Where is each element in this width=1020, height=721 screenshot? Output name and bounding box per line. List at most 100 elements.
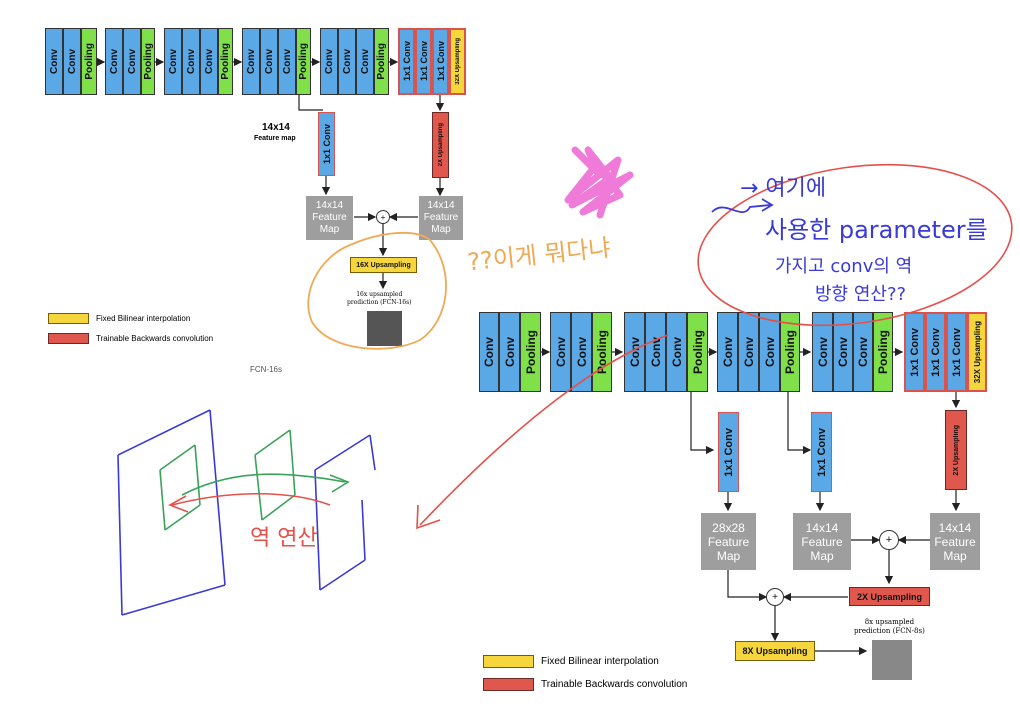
pink-scribble [564, 146, 634, 219]
red-long-arrow [419, 334, 669, 526]
top-conv-1: Conv [45, 28, 63, 95]
top-pooling-1: Pooling [81, 28, 97, 95]
pred-line-2: prediction (FCN-16s) [347, 299, 412, 306]
green-sketch [159, 429, 350, 531]
bottom-conv-4: Conv [571, 312, 592, 392]
fm-line-2: Feature [707, 534, 750, 549]
top-conv-12: Conv [338, 28, 356, 95]
bottom-legend-yellow-swatch [483, 655, 534, 668]
bottom-feature-map-28: 28x28 Feature Map [701, 513, 756, 570]
reverse-op-annotation: 역 연산 [250, 526, 318, 551]
bottom-2x-upsampling-horizontal: 2X Upsampling [849, 587, 930, 606]
bottom-1x1-conv-pool3: 1x1 Conv [718, 412, 739, 492]
bottom-conv-1: Conv [479, 312, 499, 392]
fm-line-1: 14x14 [938, 520, 972, 535]
bottom-1x1-conv-a: 1x1 Conv [904, 312, 925, 392]
top-conv-4: Conv [123, 28, 141, 95]
fm-line-2: Feature [934, 534, 976, 549]
bottom-conv-12: Conv [833, 312, 853, 392]
top-1x1-conv-branch: 1x1 Conv [318, 112, 335, 176]
top-conv-9: Conv [260, 28, 278, 95]
bottom-sum-node-2: + [766, 588, 784, 606]
bottom-pooling-4: Pooling [780, 312, 800, 392]
top-feature-map-right: 14x14 Feature Map [419, 196, 463, 240]
top-prediction-caption: 16x upsampled prediction (FCN-16s) [347, 291, 412, 307]
bottom-legend-red-swatch [483, 678, 534, 691]
top-feature-label: 14x14 [262, 122, 290, 133]
bottom-8x-upsampling: 8X Upsampling [735, 641, 815, 661]
bottom-1x1-conv-pool4: 1x1 Conv [811, 412, 832, 492]
top-32x-upsampling: 32X Upsampling [449, 28, 466, 95]
red-arrow-head [416, 504, 441, 530]
top-2x-upsampling: 2X Upsampling [432, 112, 449, 178]
top-1x1-conv-b: 1x1 Conv [415, 28, 432, 95]
top-pooling-4: Pooling [296, 28, 311, 95]
note-line-1: → 여기에 [740, 176, 827, 201]
bottom-pooling-3: Pooling [687, 312, 708, 392]
bottom-feature-map-14-left: 14x14 Feature Map [793, 513, 851, 570]
bottom-conv-2: Conv [499, 312, 520, 392]
top-caption: FCN-16s [250, 365, 283, 374]
fm-line-3: Map [716, 548, 741, 563]
fm-line-2: Feature [801, 534, 843, 549]
top-legend-red-swatch [48, 333, 89, 344]
bottom-conv-9: Conv [738, 312, 759, 392]
bottom-32x-upsampling: 32X Upsampling [967, 312, 987, 392]
fm-line-2: Feature [423, 212, 459, 223]
fm-line-1: 14x14 [315, 200, 344, 211]
fm-line-1: 14x14 [427, 200, 455, 211]
top-conv-8: Conv [242, 28, 260, 95]
fm-line-3: Map [810, 548, 834, 563]
bottom-conv-5: Conv [624, 312, 645, 392]
top-1x1-conv-a: 1x1 Conv [398, 28, 415, 95]
top-conv-2: Conv [63, 28, 81, 95]
top-feature-sub: Feature map [254, 135, 296, 142]
top-legend-red-label: Trainable Backwards convolution [96, 334, 214, 343]
pred-line-2: prediction (FCN-8s) [854, 627, 925, 635]
blue-note-arrow [711, 198, 774, 213]
fm-line-1: 14x14 [805, 520, 839, 535]
note-line-2: 사용한 parameter를 [765, 216, 988, 244]
fm-line-3: Map [319, 224, 340, 235]
red-ellipse [697, 163, 1013, 327]
pred-line-1: 16x upsampled [356, 291, 403, 298]
fm-line-1: 28x28 [712, 520, 745, 535]
blue-3d-sketch [117, 409, 376, 616]
bottom-conv-11: Conv [812, 312, 833, 392]
top-feature-map-left: 14x14 Feature Map [306, 196, 353, 240]
top-pooling-5: Pooling [374, 28, 389, 95]
fm-line-2: Feature [312, 212, 347, 223]
top-conv-3: Conv [105, 28, 123, 95]
top-legend-yellow-label: Fixed Bilinear interpolation [96, 314, 191, 323]
bottom-sum-node-1: + [879, 530, 899, 550]
bottom-legend-yellow-label: Fixed Bilinear interpolation [541, 656, 659, 667]
fm-line-3: Map [943, 548, 967, 563]
bottom-conv-6: Conv [645, 312, 666, 392]
red-backward-arrow [168, 493, 331, 513]
top-legend-yellow-swatch [48, 313, 89, 324]
orange-circle [307, 231, 447, 350]
top-conv-10: Conv [278, 28, 296, 95]
note-line-3: 가지고 conv의 역 [775, 256, 913, 277]
bottom-feature-map-14-right: 14x14 Feature Map [930, 513, 980, 570]
bottom-prediction-caption: 8x upsampled prediction (FCN-8s) [854, 618, 925, 636]
top-sum-node: + [376, 210, 390, 224]
top-conv-13: Conv [356, 28, 374, 95]
top-conv-11: Conv [320, 28, 338, 95]
note-line-4: 방향 연산?? [815, 284, 907, 305]
bottom-1x1-conv-b: 1x1 Conv [925, 312, 946, 392]
top-pooling-2: Pooling [141, 28, 155, 95]
bottom-conv-8: Conv [717, 312, 738, 392]
bottom-2x-upsampling-vertical: 2X Upsampling [945, 410, 967, 490]
bottom-1x1-conv-c: 1x1 Conv [946, 312, 967, 392]
bottom-legend-red-label: Trainable Backwards convolution [541, 679, 688, 690]
fm-line-3: Map [431, 224, 451, 235]
top-1x1-conv-c: 1x1 Conv [432, 28, 449, 95]
bottom-conv-7: Conv [666, 312, 687, 392]
bottom-conv-13: Conv [853, 312, 873, 392]
bottom-conv-3: Conv [550, 312, 571, 392]
pred-line-1: 8x upsampled [864, 618, 915, 626]
top-16x-upsampling: 16X Upsampling [350, 257, 417, 273]
